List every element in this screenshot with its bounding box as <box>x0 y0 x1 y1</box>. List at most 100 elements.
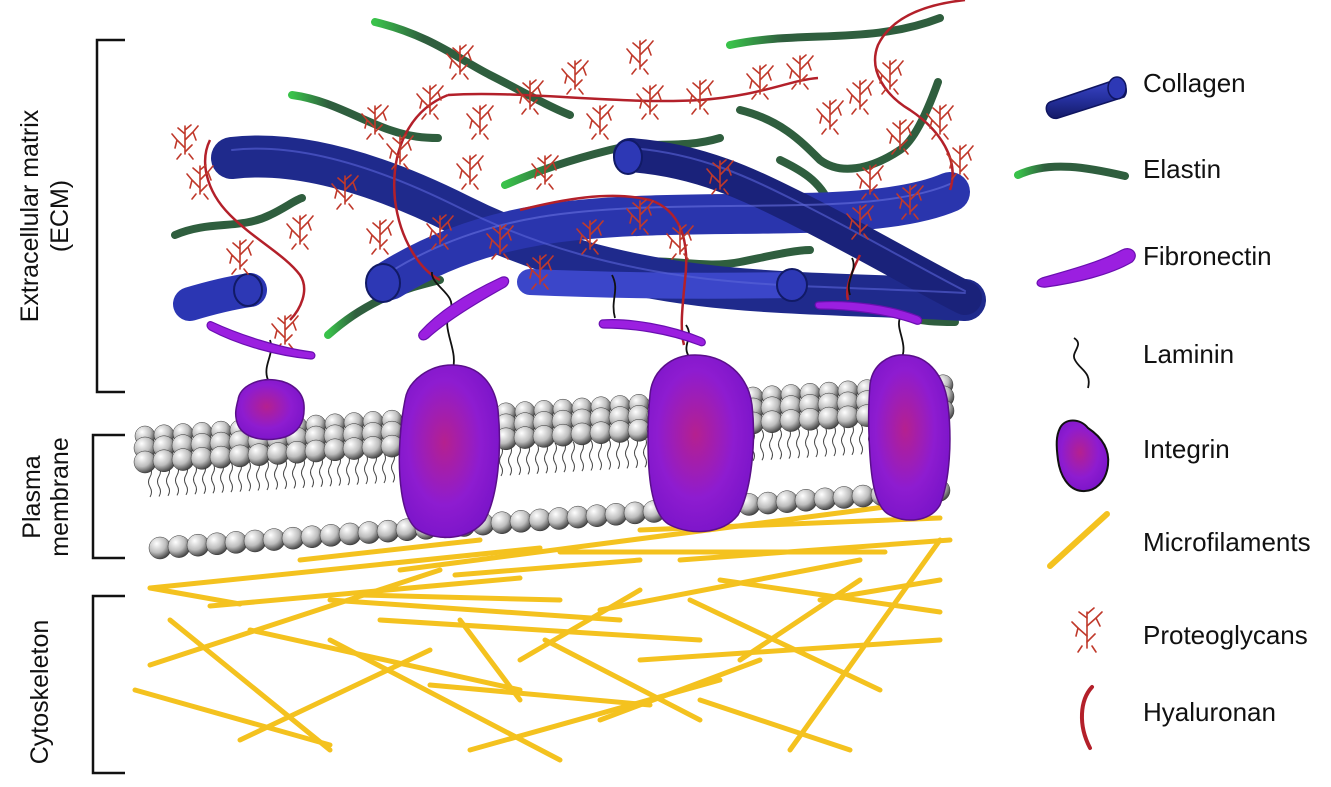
lipid-head <box>342 437 366 460</box>
microfilament <box>132 687 333 748</box>
lipid-tail <box>850 424 854 456</box>
lipid-head <box>589 421 613 444</box>
lipid-tail <box>247 460 251 492</box>
lipid-head <box>209 445 233 469</box>
elastin-fiber <box>171 194 306 239</box>
collagen-strand <box>629 147 966 292</box>
proteoglycan <box>586 104 614 140</box>
lipid-head <box>623 501 647 525</box>
proteoglycan-cluster <box>171 39 974 350</box>
lipid-tail <box>562 441 566 473</box>
lipid-head <box>509 510 533 533</box>
lipid-tail <box>814 426 818 458</box>
lipid-tail <box>859 424 863 455</box>
laminin-strand <box>611 274 617 319</box>
proteoglycan <box>331 174 359 210</box>
lipid-head <box>243 529 267 553</box>
hyaluronan-chain <box>519 194 688 346</box>
laminin-strand <box>847 257 855 296</box>
microfilament-icon <box>1047 511 1110 569</box>
lipid-head <box>570 422 594 446</box>
fibronectin-molecules <box>206 276 923 360</box>
proteoglycan <box>426 214 454 250</box>
lipid-head <box>608 420 632 443</box>
collagen-fiber <box>370 172 970 300</box>
lipid-tail <box>589 440 593 471</box>
lipid-head <box>319 524 343 547</box>
collagen-end-cap <box>776 268 808 302</box>
microfilament <box>787 537 943 753</box>
legend-label-microfilaments: Microfilaments <box>1143 527 1311 557</box>
proteoglycan <box>456 154 484 190</box>
lipid-head <box>300 525 324 549</box>
legend: Collagen Elastin Fibronectin Laminin Int… <box>1014 68 1311 750</box>
proteoglycan <box>786 54 814 90</box>
hyaluronan-chain <box>447 76 819 103</box>
integrin-protein <box>647 354 755 533</box>
lipid-tail <box>616 438 620 470</box>
proteoglycan <box>416 84 444 120</box>
lipid-head <box>285 440 309 464</box>
microfilament <box>677 537 953 563</box>
lipid-tail <box>526 444 530 475</box>
proteoglycan <box>286 214 314 250</box>
lipid-head <box>281 526 305 550</box>
proteoglycan <box>946 144 974 180</box>
lipid-head <box>566 505 590 529</box>
legend-label-laminin: Laminin <box>1143 339 1234 369</box>
lipid-tail <box>571 441 575 472</box>
lipid-tail <box>805 427 809 458</box>
proteoglycan <box>466 104 494 140</box>
elastin-fiber <box>736 78 942 173</box>
ecm-label-line1: Extracellular matrix <box>16 109 44 322</box>
lipid-head <box>323 438 347 462</box>
proteoglycan <box>361 104 389 140</box>
proteoglycan <box>386 134 414 170</box>
microfilament <box>247 627 523 693</box>
legend-label-collagen: Collagen <box>1143 68 1246 98</box>
lipid-tail <box>607 439 611 470</box>
collagen-fiber <box>211 135 986 321</box>
integrin-protein <box>867 354 951 521</box>
lipid-head <box>357 521 381 544</box>
lipid-tail <box>553 442 557 473</box>
lipid-head <box>775 490 799 513</box>
proteoglycan <box>856 164 884 200</box>
lipid-head <box>152 449 176 473</box>
lipid-head <box>798 408 822 431</box>
lipid-head <box>171 448 195 471</box>
lipid-head <box>756 491 780 515</box>
lipid-head <box>832 486 856 509</box>
lipid-tail <box>832 425 836 457</box>
lipid-head <box>532 425 556 448</box>
proteoglycan <box>886 119 914 155</box>
proteoglycan <box>516 79 544 115</box>
lipid-tail <box>391 452 395 483</box>
lipid-tail <box>148 466 152 498</box>
microfilament <box>297 537 483 563</box>
lipid-head <box>817 406 841 430</box>
membrane-label-line2: membrane <box>46 437 74 557</box>
proteoglycan <box>686 79 714 115</box>
lipid-tail <box>517 444 521 476</box>
lipid-head <box>205 532 229 556</box>
lipid-head <box>760 410 784 433</box>
legend-label-integrin: Integrin <box>1143 434 1230 464</box>
lipid-tail <box>364 453 368 485</box>
proteoglycan <box>626 39 654 75</box>
lipid-head <box>604 503 628 526</box>
elastin-icon <box>1014 162 1129 180</box>
lipid-tail <box>346 454 350 486</box>
fibronectin-icon <box>1036 248 1136 288</box>
lipid-tail <box>643 437 647 468</box>
lipid-tail <box>193 464 197 495</box>
lipid-head <box>794 489 818 512</box>
proteoglycan <box>846 79 874 115</box>
lipid-tail <box>283 458 287 490</box>
microfilament <box>147 545 543 591</box>
lipid-head <box>338 522 362 546</box>
proteoglycan <box>706 159 734 195</box>
proteoglycan <box>626 199 654 235</box>
region-brackets <box>91 38 125 775</box>
lipid-tail <box>769 429 773 460</box>
